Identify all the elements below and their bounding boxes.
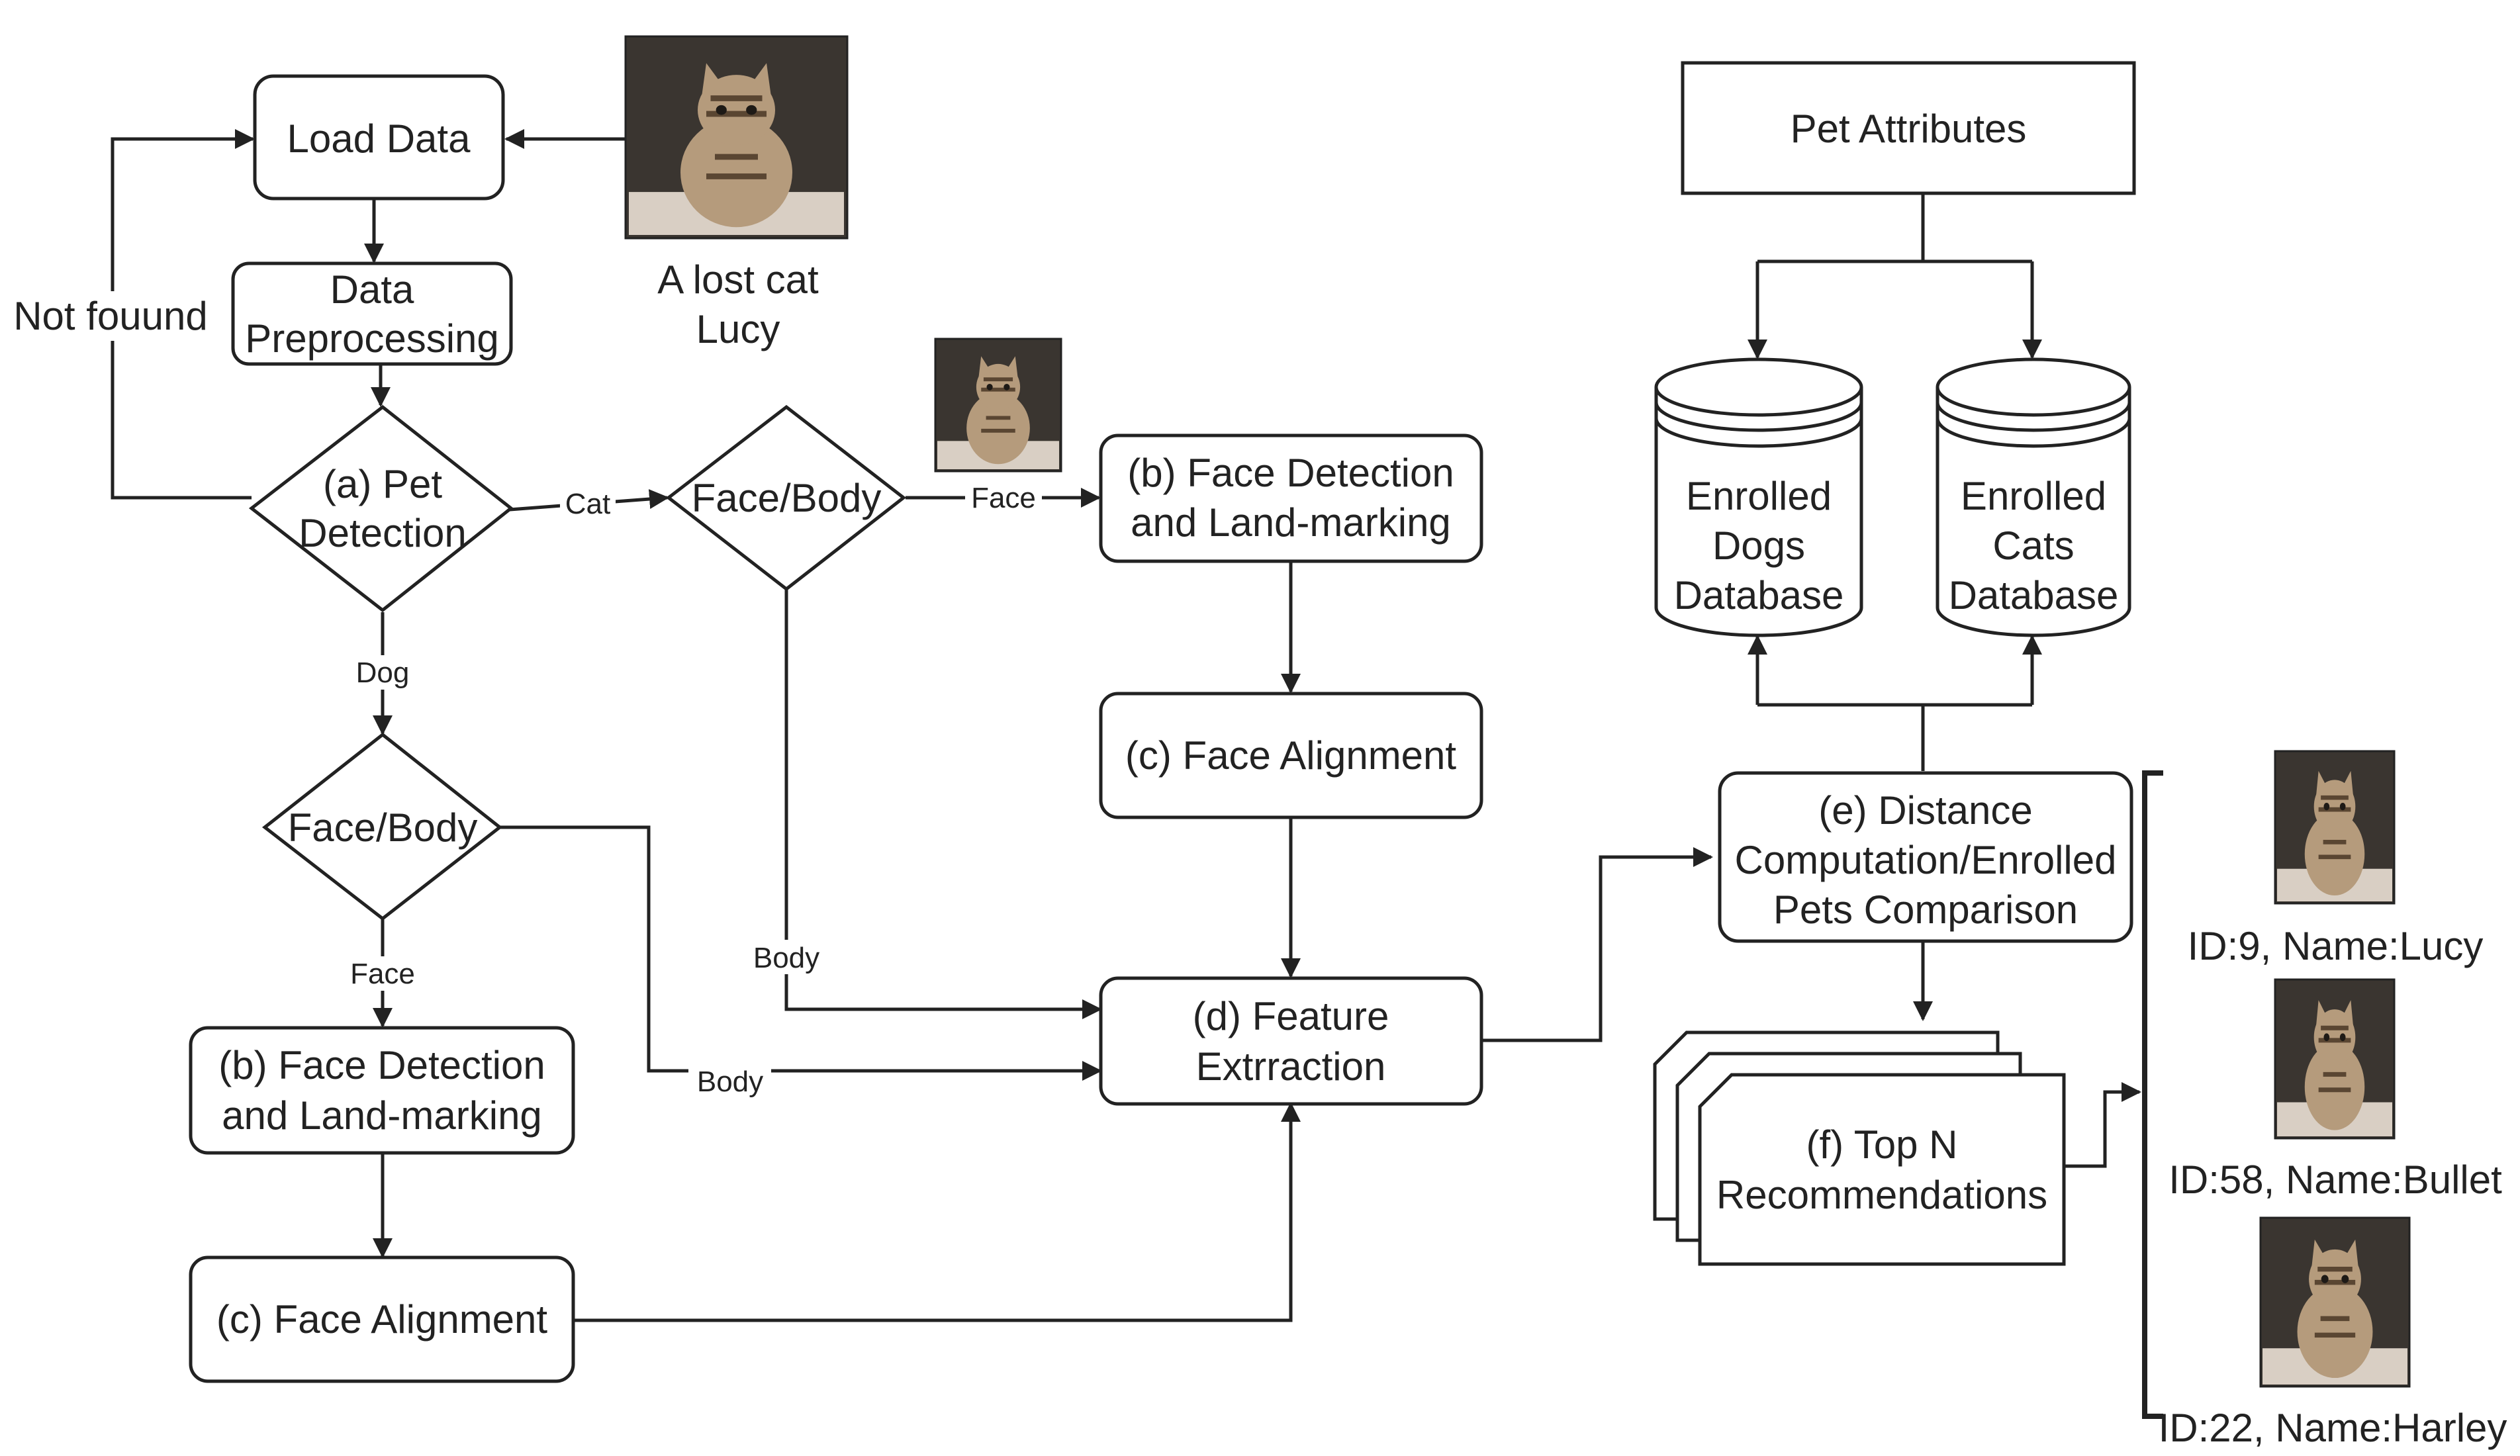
svg-text:(e) Distance: (e) Distance bbox=[1818, 788, 2032, 833]
svg-text:(a) Pet: (a) Pet bbox=[323, 462, 442, 506]
svg-text:(d) Feature: (d) Feature bbox=[1193, 994, 1389, 1038]
svg-text:Face/Body: Face/Body bbox=[692, 476, 882, 520]
edge-label-dog: Dog bbox=[356, 657, 410, 689]
node-data-preprocessing: Data Preprocessing bbox=[231, 261, 513, 366]
edge-label-not-found: Not fouund bbox=[13, 294, 208, 338]
svg-text:and Land-marking: and Land-marking bbox=[1131, 500, 1451, 545]
svg-text:Extrraction: Extrraction bbox=[1196, 1044, 1386, 1089]
node-pet-attributes: Pet Attributes bbox=[1681, 61, 2136, 195]
svg-text:Pets Comparison: Pets Comparison bbox=[1773, 887, 2078, 932]
node-enrolled-dogs-database: Enrolled Dogs Database bbox=[1654, 357, 1863, 637]
result-1: ID:9, Name:Lucy bbox=[2188, 750, 2484, 968]
node-face-body-dog: Face/Body bbox=[261, 732, 503, 921]
edge-labels: Not fouund Cat Dog Face Body Face Body bbox=[8, 291, 1042, 1099]
result-caption: ID:22, Name:Harley bbox=[2159, 1406, 2507, 1450]
result-2: ID:58, Name:Bullet bbox=[2169, 978, 2502, 1202]
node-face-body-cat: Face/Body bbox=[665, 404, 907, 592]
edge-label-body-dog: Body bbox=[697, 1066, 763, 1098]
result-3: ID:22, Name:Harley bbox=[2159, 1216, 2507, 1450]
svg-text:Recommendations: Recommendations bbox=[1716, 1173, 2047, 1217]
svg-text:Cats: Cats bbox=[1992, 523, 2074, 568]
cat-photo-icon bbox=[629, 40, 844, 235]
svg-text:(f) Top N: (f) Top N bbox=[1806, 1122, 1958, 1167]
svg-text:Computation/Enrolled: Computation/Enrolled bbox=[1734, 838, 2116, 882]
svg-text:Database: Database bbox=[1949, 573, 2119, 617]
edge-label-body-cat: Body bbox=[753, 942, 819, 974]
node-face-detection-dog: (b) Face Detection and Land-marking bbox=[189, 1026, 575, 1155]
input-lost-cat-photo: A lost cat Lucy bbox=[624, 35, 849, 351]
svg-text:(b) Face Detection: (b) Face Detection bbox=[218, 1043, 545, 1087]
input-photo-caption-line-1: A lost cat bbox=[657, 257, 819, 302]
svg-text:Detection: Detection bbox=[299, 511, 466, 555]
svg-text:Enrolled: Enrolled bbox=[1961, 474, 2106, 518]
svg-text:(b) Face Detection: (b) Face Detection bbox=[1127, 451, 1454, 495]
svg-text:Face/Body: Face/Body bbox=[288, 805, 478, 850]
node-top-n-recommendations: (f) Top N Recommendations bbox=[1653, 1030, 2066, 1266]
svg-text:(c) Face Alignment: (c) Face Alignment bbox=[216, 1297, 548, 1342]
connectors bbox=[111, 129, 2163, 1419]
node-face-detection-cat: (b) Face Detection and Land-marking bbox=[1099, 433, 1483, 563]
node-enrolled-cats-database: Enrolled Cats Database bbox=[1936, 357, 2131, 637]
cat-face-crop-photo bbox=[934, 338, 1062, 473]
node-feature-extraction: (d) Feature Extrraction bbox=[1099, 976, 1483, 1106]
result-caption: ID:58, Name:Bullet bbox=[2169, 1158, 2502, 1202]
edge-label-cat: Cat bbox=[565, 488, 610, 520]
svg-text:and Land-marking: and Land-marking bbox=[222, 1093, 542, 1138]
cat-photo-icon bbox=[2277, 981, 2392, 1136]
svg-text:Data: Data bbox=[330, 267, 414, 312]
svg-text:Enrolled: Enrolled bbox=[1686, 474, 1832, 518]
svg-text:Dogs: Dogs bbox=[1712, 523, 1805, 568]
node-load-data: Load Data bbox=[253, 74, 505, 201]
node-face-alignment-dog: (c) Face Alignment bbox=[189, 1255, 575, 1383]
svg-text:Load Data: Load Data bbox=[287, 116, 471, 161]
result-caption: ID:9, Name:Lucy bbox=[2188, 924, 2484, 968]
node-pet-detection: (a) Pet Detection bbox=[248, 404, 514, 613]
svg-text:Preprocessing: Preprocessing bbox=[245, 316, 499, 361]
edge-label-face-cat: Face bbox=[971, 482, 1036, 514]
cat-photo-icon bbox=[2277, 753, 2392, 901]
cat-photo-icon bbox=[937, 341, 1059, 469]
svg-text:Database: Database bbox=[1674, 573, 1844, 617]
node-face-alignment-cat: (c) Face Alignment bbox=[1099, 692, 1483, 819]
svg-text:(c) Face Alignment: (c) Face Alignment bbox=[1125, 733, 1457, 778]
node-distance-computation: (e) Distance Computation/Enrolled Pets C… bbox=[1718, 771, 2133, 943]
input-photo-caption-line-2: Lucy bbox=[696, 307, 780, 351]
svg-text:Pet Attributes: Pet Attributes bbox=[1791, 107, 2027, 151]
edge-label-face-dog: Face bbox=[350, 958, 415, 990]
cat-photo-icon bbox=[2263, 1220, 2407, 1385]
